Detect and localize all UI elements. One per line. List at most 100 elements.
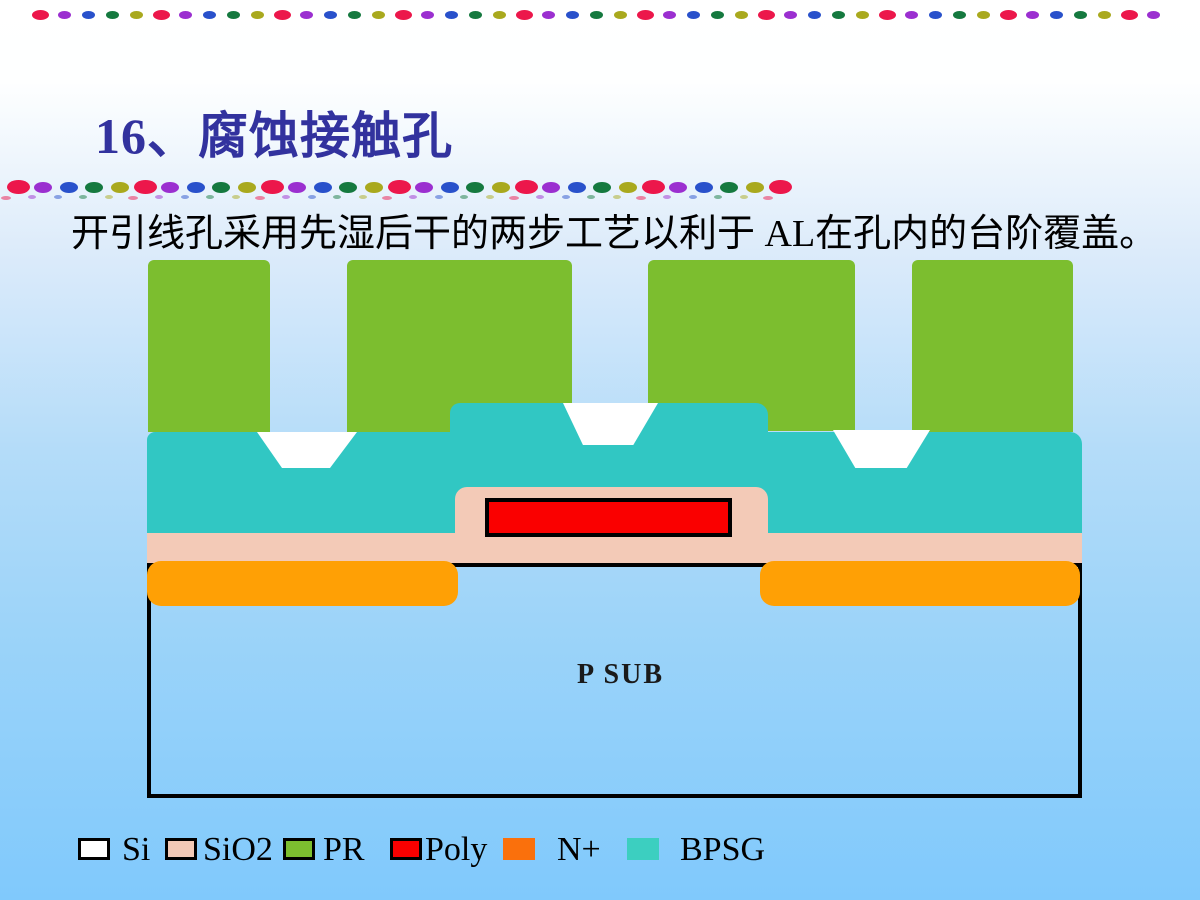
legend-label-pr: PR bbox=[323, 831, 365, 868]
decorative-dot bbox=[260, 180, 284, 194]
decorative-dot-shadow bbox=[508, 196, 519, 200]
decorative-dot bbox=[720, 181, 739, 193]
decorative-dot-shadow bbox=[155, 194, 164, 199]
nplus-region-left bbox=[147, 561, 458, 606]
decorative-dot-shadow bbox=[561, 194, 570, 199]
decorative-dot-shadow bbox=[206, 194, 215, 199]
decorative-dot-shadow bbox=[381, 196, 392, 200]
decorative-dot bbox=[85, 181, 104, 193]
decorative-dot bbox=[1098, 11, 1112, 19]
decorative-dot bbox=[152, 10, 170, 20]
decorative-dot bbox=[590, 11, 604, 19]
decorative-dot bbox=[807, 11, 821, 19]
decorative-dot bbox=[618, 181, 637, 193]
decorative-dot bbox=[227, 11, 241, 19]
decorative-dot bbox=[161, 181, 180, 193]
decorative-dot bbox=[186, 181, 205, 193]
decorative-dot bbox=[339, 181, 358, 193]
decorative-dot bbox=[1049, 11, 1063, 19]
decorative-dot bbox=[466, 181, 485, 193]
decorative-dot-shadow bbox=[612, 194, 621, 199]
decorative-dot-shadow bbox=[254, 196, 265, 200]
decorative-dot bbox=[1074, 11, 1088, 19]
substrate-label: P SUB bbox=[577, 659, 665, 690]
decorative-dot-shadow bbox=[688, 194, 697, 199]
legend-label-poly: Poly bbox=[425, 831, 488, 868]
decorative-dot bbox=[133, 180, 157, 194]
photoresist-block-1 bbox=[148, 260, 270, 432]
decorative-dot-shadow bbox=[409, 194, 418, 199]
decorative-dot bbox=[59, 181, 78, 193]
decorative-dot-shadow bbox=[282, 194, 291, 199]
legend-label-si: Si bbox=[122, 831, 151, 868]
decorative-dot bbox=[1120, 10, 1138, 20]
legend-swatch-nplus bbox=[503, 838, 535, 860]
legend-label-sio2: SiO2 bbox=[203, 831, 273, 868]
decorative-dot bbox=[953, 11, 967, 19]
decorative-dot bbox=[348, 11, 362, 19]
decorative-dot bbox=[57, 11, 71, 19]
decorative-dot bbox=[565, 11, 579, 19]
decorative-dot bbox=[694, 181, 713, 193]
decorative-dot-shadow bbox=[663, 194, 672, 199]
decorative-dot bbox=[735, 11, 749, 19]
decorative-dot bbox=[440, 181, 459, 193]
legend-swatch-sio2 bbox=[165, 838, 197, 860]
decorative-dot bbox=[542, 181, 561, 193]
decorative-dot bbox=[237, 181, 256, 193]
decorative-dot bbox=[904, 11, 918, 19]
sio2-layer bbox=[147, 533, 1082, 563]
legend-swatch-pr bbox=[283, 838, 315, 860]
decorative-dot bbox=[856, 11, 870, 19]
decorative-dot bbox=[669, 181, 688, 193]
decorative-dot bbox=[110, 181, 129, 193]
decorative-dot bbox=[662, 11, 676, 19]
decorative-dot bbox=[768, 180, 792, 194]
legend-swatch-poly bbox=[390, 838, 422, 860]
decorative-dot bbox=[686, 11, 700, 19]
decorative-dot bbox=[273, 10, 291, 20]
decorative-dot bbox=[567, 181, 586, 193]
decorative-dot bbox=[493, 11, 507, 19]
decorative-dot-shadow bbox=[739, 194, 748, 199]
decorative-dot bbox=[469, 11, 483, 19]
photoresist-block-4 bbox=[912, 260, 1073, 432]
decorative-dot bbox=[323, 11, 337, 19]
page-title: 16、腐蚀接触孔 bbox=[95, 108, 453, 164]
decorative-dot bbox=[641, 180, 665, 194]
decorative-dot bbox=[420, 11, 434, 19]
decorative-dot bbox=[178, 11, 192, 19]
decorative-dot bbox=[212, 181, 231, 193]
decorative-dot bbox=[757, 10, 775, 20]
decorative-dot bbox=[6, 180, 30, 194]
decorative-dot bbox=[106, 11, 120, 19]
decorative-dot-shadow bbox=[333, 194, 342, 199]
legend-swatch-bpsg bbox=[627, 838, 659, 860]
decorative-dot-shadow bbox=[231, 194, 240, 199]
decorative-dot bbox=[387, 180, 411, 194]
photoresist-block-3 bbox=[648, 260, 855, 431]
decorative-dot bbox=[251, 11, 265, 19]
decorative-dot-shadow bbox=[587, 194, 596, 199]
substrate-box bbox=[147, 563, 1082, 798]
decorative-dot bbox=[364, 181, 383, 193]
decorative-dot-shadow bbox=[762, 196, 773, 200]
decorative-dot-shadow bbox=[127, 196, 138, 200]
decorative-dot-shadow bbox=[635, 196, 646, 200]
decorative-dot-shadow bbox=[307, 194, 316, 199]
poly-gate bbox=[485, 498, 732, 537]
decorative-dot-shadow bbox=[536, 194, 545, 199]
decorative-dot-shadow bbox=[104, 194, 113, 199]
decorative-dot bbox=[514, 180, 538, 194]
decorative-dot bbox=[299, 11, 313, 19]
decorative-dot bbox=[491, 181, 510, 193]
decorative-dot-shadow bbox=[53, 194, 62, 199]
decorative-dot-shadow bbox=[434, 194, 443, 199]
decorative-dot-shadow bbox=[460, 194, 469, 199]
decorative-dot bbox=[541, 11, 555, 19]
decorative-dot bbox=[593, 181, 612, 193]
decorative-dot-shadow bbox=[485, 194, 494, 199]
decorative-dot bbox=[928, 11, 942, 19]
decorative-dot-shadow bbox=[28, 194, 37, 199]
decorative-dot bbox=[783, 11, 797, 19]
